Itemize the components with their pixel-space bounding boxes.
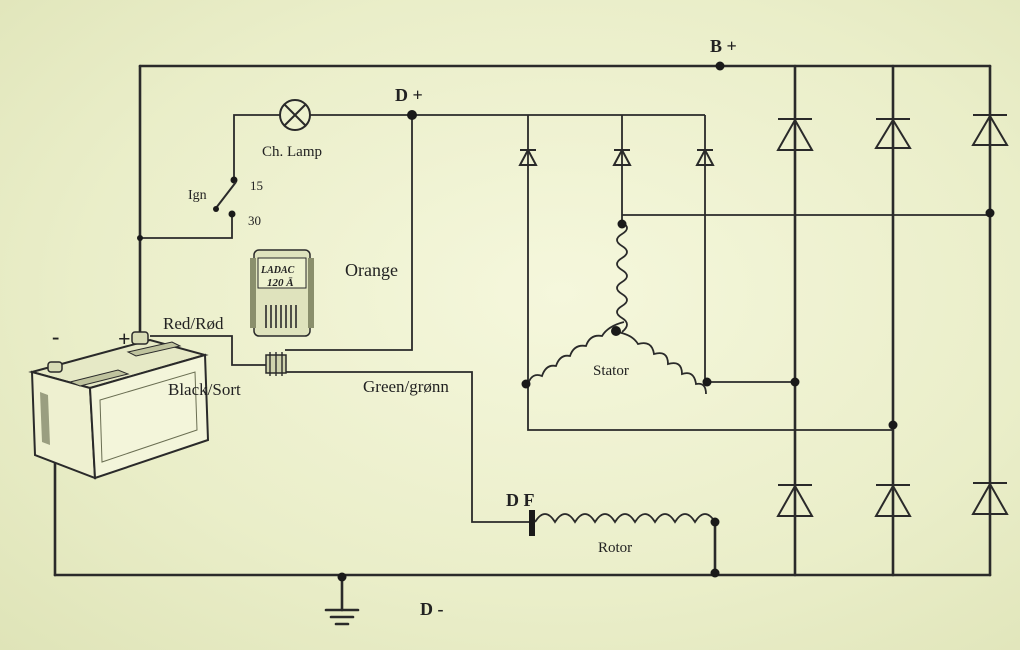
red-wire [150, 335, 270, 366]
rotor-winding [529, 510, 716, 536]
exciter-diode-2 [612, 147, 632, 166]
label-red: Red/Rød [163, 314, 224, 333]
power-diode-upper-1 [776, 117, 814, 151]
battery-icon [28, 331, 210, 480]
label-orange: Orange [345, 260, 398, 280]
label-terminal-30: 30 [248, 213, 261, 228]
ignition-feed-wire [140, 214, 233, 239]
regulator-connector-icon [265, 352, 287, 376]
label-d-plus: D + [395, 85, 423, 105]
lamp-feed-wire [233, 114, 280, 180]
label-battery-minus: - [52, 324, 59, 349]
label-regulator-brand: LADAC [260, 265, 295, 276]
label-b-plus: B + [710, 36, 737, 56]
label-ignition: Ign [188, 188, 207, 203]
label-stator: Stator [593, 363, 629, 379]
label-df: D F [506, 490, 535, 510]
charge-lamp-icon [279, 99, 311, 131]
label-battery-plus: + [118, 326, 131, 351]
ground-symbol [324, 608, 360, 626]
label-black: Black/Sort [168, 380, 241, 399]
exciter-diode-3 [695, 147, 715, 166]
voltage-regulator-icon [250, 249, 314, 337]
label-charge-lamp: Ch. Lamp [262, 144, 322, 160]
label-terminal-15: 15 [250, 178, 263, 193]
green-wire [285, 371, 532, 523]
power-diode-lower-3 [971, 481, 1009, 515]
junction-b-plus [715, 61, 725, 71]
label-d-minus: D - [420, 599, 444, 619]
label-rotor: Rotor [598, 540, 632, 556]
junction-d-plus [407, 110, 417, 120]
orange-wire [285, 115, 413, 351]
power-diode-lower-1 [776, 483, 814, 517]
label-regulator-model: 120 Ā [267, 277, 294, 289]
power-diode-lower-2 [874, 483, 912, 517]
ignition-switch-icon [213, 176, 238, 218]
exciter-diode-1 [518, 147, 538, 166]
label-green: Green/grønn [363, 377, 449, 396]
power-diode-upper-3 [971, 114, 1009, 146]
power-diode-upper-2 [874, 118, 912, 149]
stator-winding [527, 221, 707, 395]
